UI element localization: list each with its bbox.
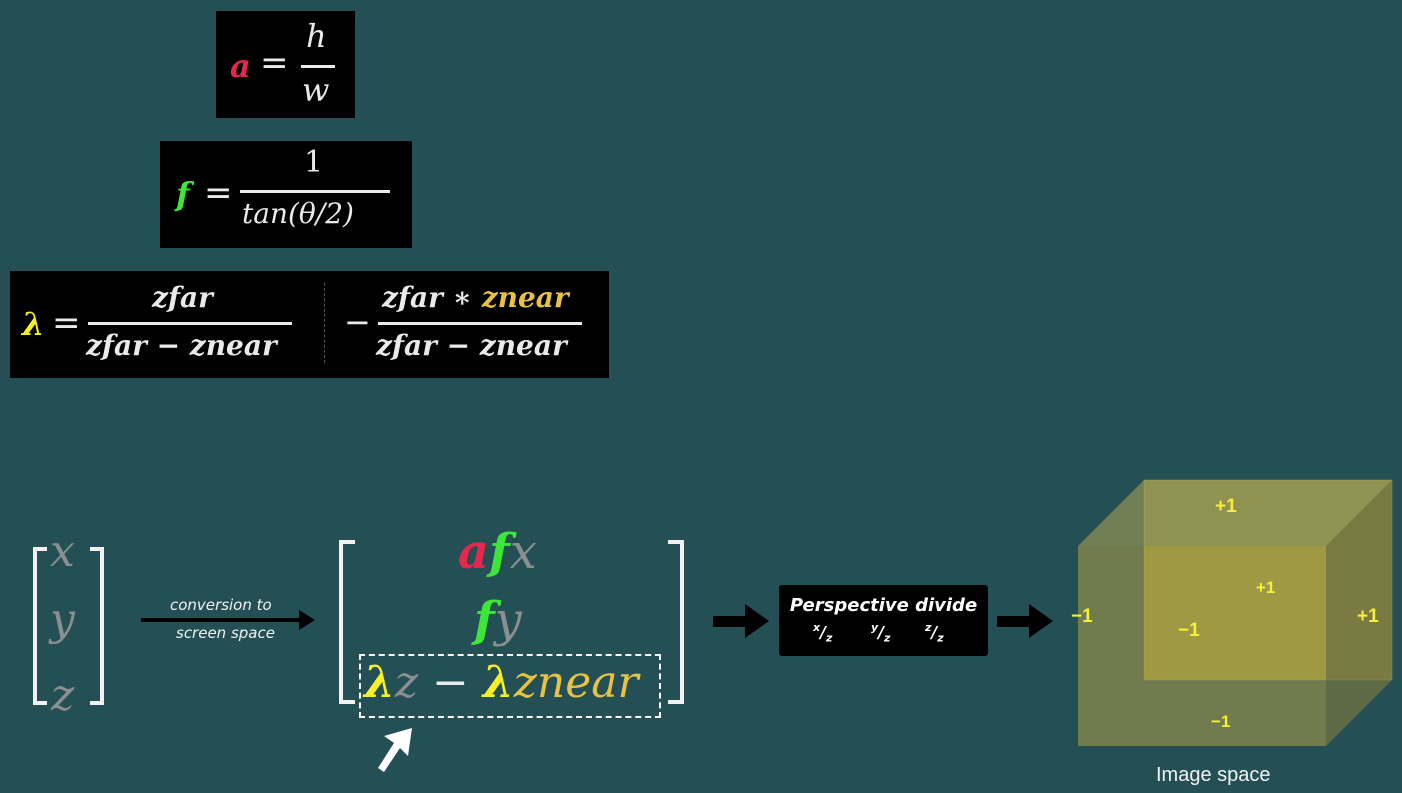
- matrix-row-1: afx: [458, 524, 537, 580]
- frac2-numerator-znear: znear: [481, 281, 569, 314]
- matrix-right-bracket: [668, 540, 684, 704]
- row1-f: f: [489, 524, 510, 580]
- row3-minus: −: [418, 657, 483, 708]
- divide-x-over-z: x/z: [813, 621, 833, 645]
- input-y: y: [50, 594, 75, 645]
- lambda-equation: λ = zfar zfar − znear − zfar ∗ znear zfa…: [10, 271, 609, 378]
- row1-x: x: [509, 524, 537, 580]
- fraction-bar-1: [88, 322, 292, 325]
- input-vector-right-bracket: [90, 547, 104, 705]
- row3-znear: znear: [513, 657, 639, 708]
- fraction-bar: [301, 65, 335, 68]
- y-num: y: [871, 621, 879, 634]
- f-symbol: f: [176, 175, 190, 213]
- cube-label-inner-minus: −1: [1178, 620, 1200, 641]
- equals-sign: =: [52, 303, 81, 343]
- numerator-h: h: [306, 17, 327, 55]
- equals-sign: =: [260, 43, 289, 83]
- divide-y-over-z: y/z: [871, 621, 891, 645]
- input-z: z: [51, 670, 75, 721]
- numerator-one: 1: [304, 145, 324, 180]
- image-space-caption: Image space: [1156, 764, 1271, 786]
- frac2-numerator-zfar: zfar ∗: [382, 281, 482, 314]
- frac1-numerator: zfar: [152, 281, 213, 314]
- arrow-to-divide-head: [745, 604, 769, 638]
- x-den: z: [825, 631, 833, 645]
- row3-lambda-2: λ: [482, 657, 514, 708]
- image-space-cube: [1078, 479, 1393, 746]
- row3-lambda-1: λ: [364, 657, 395, 708]
- fraction-bar: [240, 190, 390, 193]
- cube-label-bottom: −1: [1211, 712, 1231, 731]
- conversion-arrow-line: [141, 618, 301, 622]
- matrix-left-bracket: [339, 540, 355, 704]
- perspective-divide-box: Perspective divide x/z y/z z/z: [779, 585, 988, 656]
- conversion-label-line2: screen space: [176, 624, 275, 642]
- conversion-label-line1: conversion to: [170, 596, 272, 614]
- lambda-symbol: λ: [22, 305, 45, 343]
- perspective-divide-title: Perspective divide: [789, 595, 978, 616]
- matrix-row-3: λz − λznear: [364, 657, 639, 708]
- conversion-arrow-head: [299, 610, 315, 630]
- aspect-ratio-equation: a = h w: [216, 11, 355, 118]
- denominator-tan: tan(θ/2): [242, 197, 354, 230]
- frac2-numerator: zfar ∗ znear: [382, 281, 569, 314]
- cube-label-right: +1: [1357, 606, 1379, 627]
- focal-length-equation: f = 1 tan(θ/2): [160, 141, 412, 248]
- z-den: z: [937, 631, 944, 645]
- row1-a: a: [458, 524, 490, 580]
- denominator-w: w: [302, 71, 330, 109]
- row2-f: f: [474, 592, 495, 648]
- cube-label-left: −1: [1071, 606, 1093, 627]
- cursor-icon: [378, 728, 412, 772]
- arrow-to-divide-line: [713, 616, 747, 627]
- y-den: z: [884, 631, 891, 645]
- frac1-denominator: zfar − znear: [86, 329, 277, 362]
- cube-label-top: +1: [1215, 496, 1237, 517]
- matrix-row-2: fy: [474, 592, 522, 648]
- highlight-box: [359, 654, 661, 718]
- separator-line: [324, 283, 325, 363]
- equals-sign: =: [204, 173, 233, 213]
- cube-label-inner-plus: +1: [1256, 578, 1276, 597]
- fraction-bar-2: [378, 322, 582, 325]
- row3-z: z: [394, 657, 419, 708]
- input-vector-left-bracket: [33, 547, 47, 705]
- z-num: z: [925, 621, 932, 634]
- arrow-to-cube-head: [1029, 604, 1053, 638]
- row2-y: y: [494, 592, 522, 648]
- x-num: x: [813, 621, 821, 634]
- divide-z-over-z: z/z: [925, 621, 944, 645]
- input-x: x: [50, 526, 75, 577]
- minus-sign: −: [344, 303, 371, 341]
- a-symbol: a: [230, 47, 251, 85]
- arrow-to-cube-line: [997, 616, 1031, 627]
- frac2-denominator: zfar − znear: [376, 329, 567, 362]
